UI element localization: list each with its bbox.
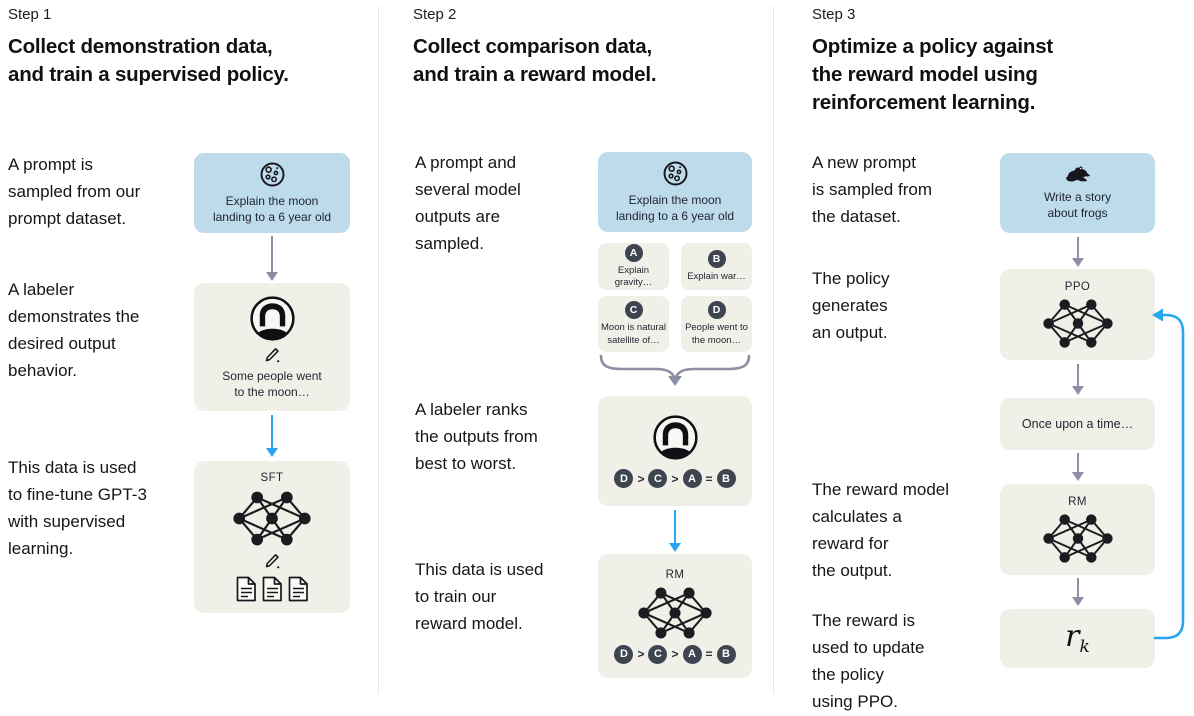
step2-prompt-text: Explain the moon landing to a 6 year old bbox=[615, 193, 735, 223]
step1-caption-prompt: A prompt is sampled from our prompt data… bbox=[8, 155, 141, 228]
rank-badge: C bbox=[648, 644, 668, 664]
arrow-down-icon bbox=[1071, 578, 1085, 606]
neural-network-icon bbox=[233, 491, 311, 546]
neural-network-icon bbox=[1042, 299, 1113, 348]
step2-caption-sampled: A prompt and several model outputs are s… bbox=[415, 153, 521, 253]
step2-label: Step 2 bbox=[413, 6, 457, 23]
output-box-d: D People went to the moon… bbox=[681, 296, 752, 352]
sft-label: SFT bbox=[260, 472, 284, 484]
output-box-b: B Explain war… bbox=[681, 243, 752, 290]
ppo-label: PPO bbox=[1064, 281, 1091, 293]
moon-icon bbox=[662, 160, 689, 187]
step3-rm-box: RM bbox=[1000, 484, 1155, 575]
feedback-loop-arrow bbox=[1150, 302, 1194, 650]
ranking-row: D > C > A = B bbox=[614, 644, 736, 664]
step3-title: Optimize a policy against the reward mod… bbox=[812, 35, 1054, 114]
step3-ppo-box: PPO bbox=[1000, 269, 1155, 360]
step1-prompt-text: Explain the moon landing to a 6 year old bbox=[212, 194, 332, 224]
step1-labeler-box: Some people went to the moon… bbox=[194, 283, 350, 411]
labeler-avatar-icon bbox=[249, 295, 296, 342]
step3-caption-reward: The reward model calculates a reward for… bbox=[812, 480, 950, 580]
step1-caption-finetune: This data is used to fine-tune GPT-3 wit… bbox=[8, 458, 147, 558]
arrow-down-icon bbox=[265, 415, 279, 457]
step1-title: Collect demonstration data, and train a … bbox=[8, 35, 289, 86]
step3-output-box: Once upon a time… bbox=[1000, 398, 1155, 450]
output-text: Explain war… bbox=[687, 270, 746, 282]
neural-network-icon bbox=[638, 586, 712, 639]
rank-badge: A bbox=[682, 469, 702, 488]
output-text: Moon is natural satellite of… bbox=[601, 322, 666, 346]
step1-caption-labeler: A labeler demonstrates the desired outpu… bbox=[8, 280, 140, 380]
neural-network-icon bbox=[1042, 514, 1113, 563]
step2-rm-box: RM D > C > A bbox=[598, 554, 752, 678]
step2-prompt-box: Explain the moon landing to a 6 year old bbox=[598, 152, 752, 232]
column-divider bbox=[773, 6, 774, 694]
rank-separator: = bbox=[705, 471, 713, 486]
output-badge: B bbox=[707, 249, 726, 268]
rank-badge: A bbox=[682, 644, 702, 664]
rank-separator: > bbox=[671, 647, 679, 661]
step3-prompt-box: Write a story about frogs bbox=[1000, 153, 1155, 233]
step3-label: Step 3 bbox=[812, 6, 856, 23]
output-badge: A bbox=[624, 243, 643, 262]
step2-labeler-box: D > C > A = B bbox=[598, 396, 752, 506]
step3-output-text: Once upon a time… bbox=[1021, 417, 1134, 431]
step2-caption-ranks: A labeler ranks the outputs from best to… bbox=[415, 400, 538, 473]
pencil-icon bbox=[264, 347, 280, 363]
rank-badge: C bbox=[648, 469, 668, 488]
rank-badge: D bbox=[614, 469, 634, 488]
step3-caption-update: The reward is used to update the policy … bbox=[812, 611, 925, 711]
rm-label: RM bbox=[665, 568, 685, 581]
arrow-down-icon bbox=[1071, 237, 1085, 267]
rank-badge: B bbox=[716, 644, 736, 664]
ranking-row: D > C > A = B bbox=[614, 469, 736, 488]
step2-title: Collect comparison data, and train a rew… bbox=[413, 35, 657, 86]
output-badge: C bbox=[624, 301, 643, 319]
rank-separator: > bbox=[637, 471, 645, 486]
step3-reward-box: rk bbox=[1000, 609, 1155, 668]
rank-separator: > bbox=[671, 471, 679, 486]
step3-caption-prompt: A new prompt is sampled from the dataset… bbox=[812, 153, 932, 226]
rank-separator: > bbox=[637, 647, 645, 661]
output-text: People went to the moon… bbox=[685, 322, 748, 346]
step3-caption-policy: The policy generates an output. bbox=[812, 269, 890, 342]
pencil-icon bbox=[264, 553, 280, 569]
output-badge: D bbox=[707, 301, 726, 319]
rank-badge: D bbox=[614, 644, 634, 664]
output-text: Explain gravity… bbox=[614, 264, 653, 289]
arrow-down-icon bbox=[265, 236, 279, 281]
column-divider bbox=[378, 6, 379, 694]
step1-prompt-box: Explain the moon landing to a 6 year old bbox=[194, 153, 350, 233]
frog-icon bbox=[1064, 165, 1091, 183]
documents-icon bbox=[236, 576, 309, 602]
arrow-down-icon bbox=[668, 510, 682, 552]
step3-prompt-text: Write a story about frogs bbox=[1043, 190, 1112, 220]
curly-brace-arrow bbox=[598, 353, 752, 387]
arrow-down-icon bbox=[1071, 364, 1085, 395]
labeler-avatar-icon bbox=[652, 414, 699, 461]
step1-label: Step 1 bbox=[8, 6, 52, 23]
step2-caption-train: This data is used to train our reward mo… bbox=[415, 560, 544, 633]
output-box-a: A Explain gravity… bbox=[598, 243, 669, 290]
reward-value: rk bbox=[1065, 618, 1090, 657]
rm-label: RM bbox=[1068, 496, 1087, 508]
rank-badge: B bbox=[716, 469, 736, 488]
output-box-c: C Moon is natural satellite of… bbox=[598, 296, 669, 352]
arrow-down-icon bbox=[1071, 453, 1085, 481]
moon-icon bbox=[259, 161, 286, 188]
step1-labeler-text: Some people went to the moon… bbox=[222, 368, 322, 399]
step1-sft-box: SFT bbox=[194, 461, 350, 613]
rank-separator: = bbox=[705, 647, 713, 661]
